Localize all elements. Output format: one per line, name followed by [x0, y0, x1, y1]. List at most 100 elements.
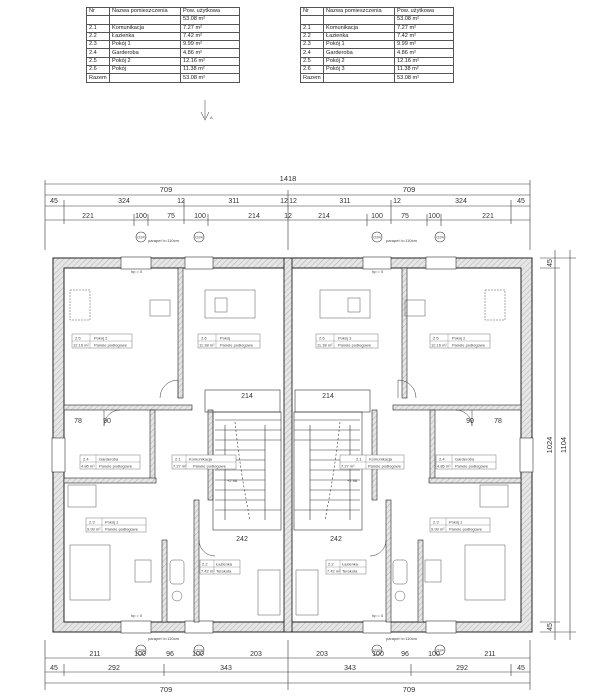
window-tag: O24	[193, 644, 205, 656]
room-floor: Panele podłogowe	[338, 343, 372, 348]
room-floor: Panele podłogowe	[94, 343, 128, 348]
dim-label: 12	[289, 198, 297, 205]
dim-label: 45	[517, 665, 525, 672]
svg-text:O24: O24	[436, 235, 444, 240]
room-floor: Panele podłogowe	[99, 464, 133, 469]
dim-half-right-bottom: 709	[403, 685, 416, 694]
room-table-right: Nr Nazwa pomieszczenia Pow. użytkowa 53.…	[300, 6, 454, 83]
dim-label: 12	[393, 198, 401, 205]
dim-label: 78	[494, 418, 502, 425]
room-name: Pokój 3	[338, 336, 352, 341]
dim-label: 324	[455, 198, 467, 205]
dim-half-right: 709	[403, 185, 416, 194]
dim-label: 214	[318, 213, 330, 220]
dim-label: 100	[192, 651, 204, 658]
dim-label: 214	[241, 393, 253, 400]
room-name: Pokój 1	[449, 520, 463, 525]
svg-text:O24: O24	[195, 648, 203, 653]
svg-text:O24: O24	[137, 648, 145, 653]
room-name: Pokój 2	[452, 336, 466, 341]
room-area: 11.38 m²	[199, 343, 215, 348]
room-number: 2.6	[201, 336, 207, 341]
parapet-note: parapet h=110cm	[148, 238, 180, 243]
window-tag: O24	[434, 231, 446, 243]
table-cell: 53.08 m²	[394, 73, 454, 83]
staircase-right	[293, 389, 371, 531]
dim-label: 96	[166, 651, 174, 658]
dim-label: 100	[194, 213, 206, 220]
dim-label: 221	[482, 213, 494, 220]
svg-text:O24: O24	[373, 648, 381, 653]
room-labels: 2.5 Pokój 2 12.16 m² Panele podłogowe 2.…	[71, 333, 497, 575]
svg-text:O24: O24	[137, 235, 145, 240]
right-dimensions	[540, 250, 576, 640]
dim-label: 203	[250, 651, 262, 658]
dim-label: 45	[547, 623, 554, 631]
outer-walls	[52, 257, 533, 633]
dim-right-inner: 1024	[545, 437, 554, 454]
dim-label: 12	[284, 213, 292, 220]
room-floor: Panele podłogowe	[452, 343, 486, 348]
room-number: 2.4	[439, 457, 445, 462]
dim-half-left: 709	[160, 185, 173, 194]
dim-label: 75	[167, 213, 175, 220]
svg-text:O24: O24	[436, 648, 444, 653]
hp-note: hp = 0	[131, 613, 143, 618]
room-table-left: Nr Nazwa pomieszczenia Pow. użytkowa 53.…	[86, 6, 240, 83]
window-tags: O24 O24 O24 O24 O24 O24 O24 O24	[135, 231, 446, 656]
hp-note: hp = 0	[372, 613, 384, 618]
room-floor: Terakota	[216, 569, 232, 574]
room-name: Łazienka	[216, 562, 233, 567]
dim-label: 214	[322, 393, 334, 400]
room-floor: Panele podłogowe	[449, 527, 483, 532]
dim-label: 45	[517, 198, 525, 205]
room-floor: Panele podłogowe	[368, 464, 402, 469]
room-name: Pokój 2	[94, 336, 108, 341]
window-tag: O24	[434, 644, 446, 656]
dim-half-left-bottom: 709	[160, 685, 173, 694]
section-marker-label: A	[210, 115, 213, 120]
window-tag: O24	[135, 231, 147, 243]
table-header: Nr Nazwa pomieszczenia Pow. użytkowa	[86, 6, 240, 17]
dim-label: 311	[228, 198, 239, 205]
dim-label: 203	[316, 651, 328, 658]
dim-label: 45	[50, 665, 58, 672]
dim-label: 90	[466, 418, 474, 425]
parapet-note: parapet h=110cm	[148, 636, 180, 641]
dim-label: 45	[547, 259, 554, 267]
room-number: 2.4	[83, 457, 89, 462]
room-area: 7.42 m²	[327, 569, 341, 574]
room-area: 12.16 m²	[431, 343, 447, 348]
dim-label: 100	[372, 651, 384, 658]
room-number: 2.5	[433, 336, 439, 341]
room-floor: Panele podłogowe	[455, 464, 489, 469]
windows	[51, 256, 534, 634]
furniture	[67, 289, 509, 616]
room-number: 2.3	[433, 520, 439, 525]
room-area: 4.86 m²	[437, 464, 451, 469]
dim-label: 343	[344, 665, 356, 672]
dim-right-total: 1104	[559, 437, 568, 453]
level-mark: +2.98	[347, 478, 358, 483]
room-floor: Panele podłogowe	[220, 343, 254, 348]
hp-note: hp = 0	[131, 269, 143, 274]
window-tag: O24	[135, 644, 147, 656]
room-floor: Panele podłogowe	[193, 464, 227, 469]
top-dimensions	[44, 180, 531, 250]
dim-label: 211	[89, 651, 100, 658]
dim-label: 324	[118, 198, 130, 205]
dim-label: 292	[456, 665, 468, 672]
room-area: 9.99 m²	[431, 527, 445, 532]
room-number: 2.3	[89, 520, 95, 525]
room-area: 7.27 m²	[341, 464, 355, 469]
room-name: Garderoba	[99, 457, 119, 462]
window-tag: O24	[371, 231, 383, 243]
dim-label: 221	[82, 213, 94, 220]
dim-label: 78	[74, 418, 82, 425]
dim-label: 12	[280, 198, 288, 205]
room-area: 9.99 m²	[87, 527, 101, 532]
bottom-dimensions	[44, 640, 531, 690]
